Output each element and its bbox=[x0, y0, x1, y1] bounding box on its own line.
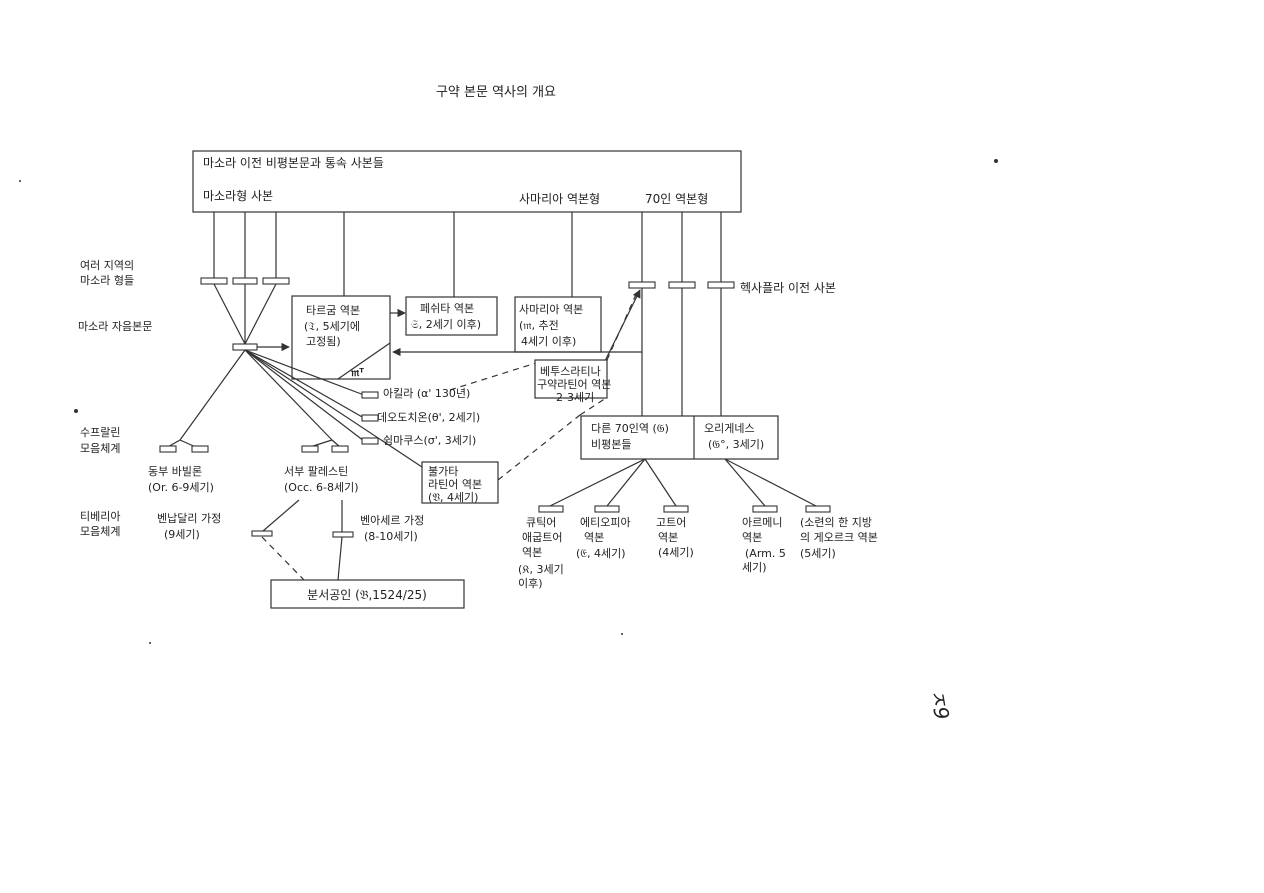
samaritan-type-label: 사마리아 역본형 bbox=[519, 192, 600, 206]
lxx-other-label: 다른 70인역 (𝔊) 비평본들 bbox=[591, 422, 672, 451]
ethiopic-label: 에티오피아 역본 (𝔈, 4세기) bbox=[576, 516, 634, 560]
consonantal-branches bbox=[179, 349, 423, 468]
eastern-babylonian-label: 동부 바빌론 (Or. 6-9세기) bbox=[148, 465, 214, 494]
tick-regional-3 bbox=[262, 277, 290, 285]
top-connectors bbox=[213, 212, 722, 297]
tick-consonantal bbox=[232, 343, 258, 351]
aquila-label: 아킬라 (α' 130년) bbox=[383, 387, 470, 400]
ben-naphtali-label: 벤납달리 가정 (9세기) bbox=[157, 512, 225, 541]
targum-corner-sigil: 𝔪ᵀ bbox=[350, 366, 364, 379]
margin-note: ㅈ9 bbox=[925, 687, 954, 722]
masoretic-type-label: 마소라형 사본 bbox=[203, 189, 273, 203]
western-branch bbox=[301, 439, 349, 453]
converge-lines bbox=[213, 283, 277, 345]
vulgate-label: 불가타 라틴어 역본 (𝔙, 4세기) bbox=[428, 465, 486, 504]
theodotion-label: 데오도치온(θ', 2세기) bbox=[377, 411, 480, 424]
ben-asher-label: 벤아세르 가정 (8-10세기) bbox=[360, 514, 428, 543]
daughter-branches bbox=[538, 458, 831, 513]
tick-regional-2 bbox=[232, 277, 258, 285]
vetus-latina-box bbox=[534, 359, 608, 399]
samaritan-label: 사마리아 역본 (𝔪, 추전 4세기 이후) bbox=[519, 303, 587, 348]
tick-lxx-1 bbox=[628, 281, 656, 289]
pre-hexapla-label: 헥사플라 이전 사본 bbox=[740, 281, 836, 295]
targum-label: 타르굼 역본 (𝔗, 5세기에 고정됨) bbox=[304, 304, 364, 348]
symmachus-label: 쉼마쿠스(σ', 3세기) bbox=[383, 434, 476, 447]
tick-theodotion bbox=[361, 414, 379, 422]
tick-regional-1 bbox=[200, 277, 228, 285]
eastern-branch bbox=[159, 439, 209, 453]
consonantal-text-label: 마소라 자음본문 bbox=[78, 320, 152, 333]
samaritan-box bbox=[514, 296, 602, 353]
tick-symmachus bbox=[361, 437, 379, 445]
tick-ben-naphtali bbox=[251, 530, 273, 537]
vetus-latina-label: 베투스라티나 구약라틴어 역본 2-3세기 bbox=[537, 365, 615, 404]
tick-aquila bbox=[361, 391, 379, 399]
diagram-title: 구약 본문 역사의 개요 bbox=[436, 85, 556, 100]
coptic-egyptian-label: 큐틱어 애굽트어 역본 (𝔎, 3세기 이후) bbox=[518, 516, 567, 590]
tick-lxx-3 bbox=[707, 281, 735, 289]
targum-box bbox=[291, 295, 391, 380]
western-palestinian-label: 서부 팔레스틴 (Occ. 6-8세기) bbox=[284, 465, 359, 494]
regional-masoretic-label: 여러 지역의 마소라 형들 bbox=[80, 259, 138, 287]
bomberg-label: 분서공인 (𝔅,1524/25) bbox=[307, 588, 427, 602]
origen-label: 오리게네스 (𝔊°, 3세기) bbox=[704, 422, 764, 451]
georgian-label: (소련의 한 지방 의 게오르크 역본 (5세기) bbox=[800, 516, 881, 560]
supralinear-vowel-label: 수프랄린 모음체계 bbox=[80, 426, 124, 455]
gothic-label: 고트어 역본 (4세기) bbox=[656, 516, 694, 559]
tick-ben-asher bbox=[332, 531, 354, 538]
lxx-box bbox=[580, 415, 779, 460]
pre-masoretic-heading: 마소라 이전 비평본문과 통속 사본들 bbox=[203, 156, 384, 170]
pre-masoretic-box bbox=[192, 150, 742, 213]
armenian-label: 아르메니 역본 (Arm. 5 세기) bbox=[742, 516, 789, 574]
peshitta-box bbox=[405, 296, 498, 336]
peshitta-label: 페쉬타 역본 𝔖, 2세기 이후) bbox=[411, 302, 481, 331]
vulgate-box bbox=[421, 461, 499, 504]
bomberg-box bbox=[270, 579, 465, 609]
tiberian-vowel-label: 티베리아 모음체계 bbox=[80, 510, 124, 538]
scan-specks bbox=[19, 159, 998, 644]
lxx-type-label: 70인 역본형 bbox=[645, 192, 708, 206]
tick-lxx-2 bbox=[668, 281, 696, 289]
